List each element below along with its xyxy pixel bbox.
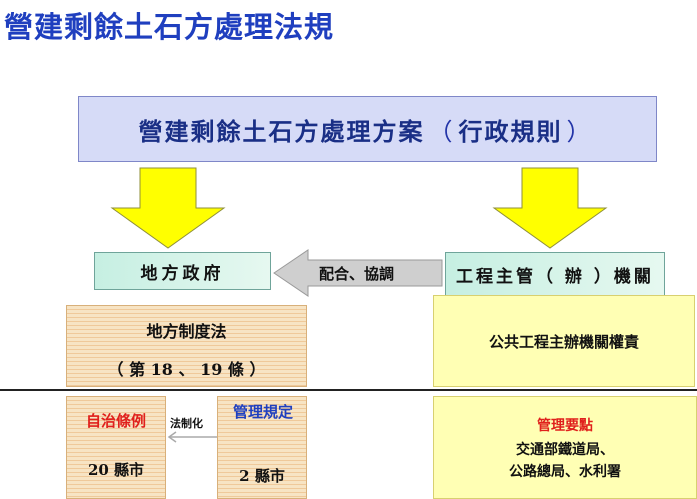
paren-open: （ [428, 117, 455, 146]
regulation-box: 營建剩餘土石方處理方案 （ 行政規則 ） [78, 96, 657, 162]
agency-box: 工程主管（ 辦 ）機關 [445, 252, 665, 300]
regulation-type: 行政規則 [458, 116, 563, 146]
legalize-label: 法制化 [170, 417, 203, 430]
rules-box: 管理規定 2 縣市 [217, 396, 307, 499]
arrow-down-left-icon [110, 167, 226, 249]
local-government-box: 地方政府 [94, 252, 271, 290]
arrow-left-icon [273, 249, 443, 297]
coordination-label: 配合、協調 [319, 265, 395, 283]
arrow-down-right-icon [492, 167, 608, 249]
rules-count: 2 縣市 [239, 467, 285, 485]
guidelines-title: 管理要點 [537, 418, 593, 434]
legalize-arrow-icon [167, 431, 217, 443]
ordinance-title: 自治條例 [85, 412, 146, 430]
regulation-name: 營建剩餘土石方處理方案 [138, 116, 425, 146]
ordinance-count: 20 縣市 [87, 461, 145, 479]
divider-line [0, 389, 697, 391]
guidelines-agencies-line2: 公路總局、水利署 [509, 464, 621, 480]
local-law-articles: （ 第 18 、 19 條 ） [107, 360, 266, 379]
paren-close: ） [566, 117, 593, 146]
guidelines-box: 管理要點 交通部鐵道局、 公路總局、水利署 [433, 396, 697, 499]
rules-title: 管理規定 [232, 403, 293, 421]
page-title: 營建剩餘土石方處理法規 [4, 10, 335, 44]
local-law-title: 地方制度法 [146, 322, 227, 341]
guidelines-agencies-line1: 交通部鐵道局、 [516, 442, 614, 458]
local-law-box: 地方制度法 （ 第 18 、 19 條 ） [66, 305, 307, 387]
public-works-box: 公共工程主辦機關權責 [433, 295, 695, 387]
ordinance-box: 自治條例 20 縣市 [66, 396, 166, 499]
